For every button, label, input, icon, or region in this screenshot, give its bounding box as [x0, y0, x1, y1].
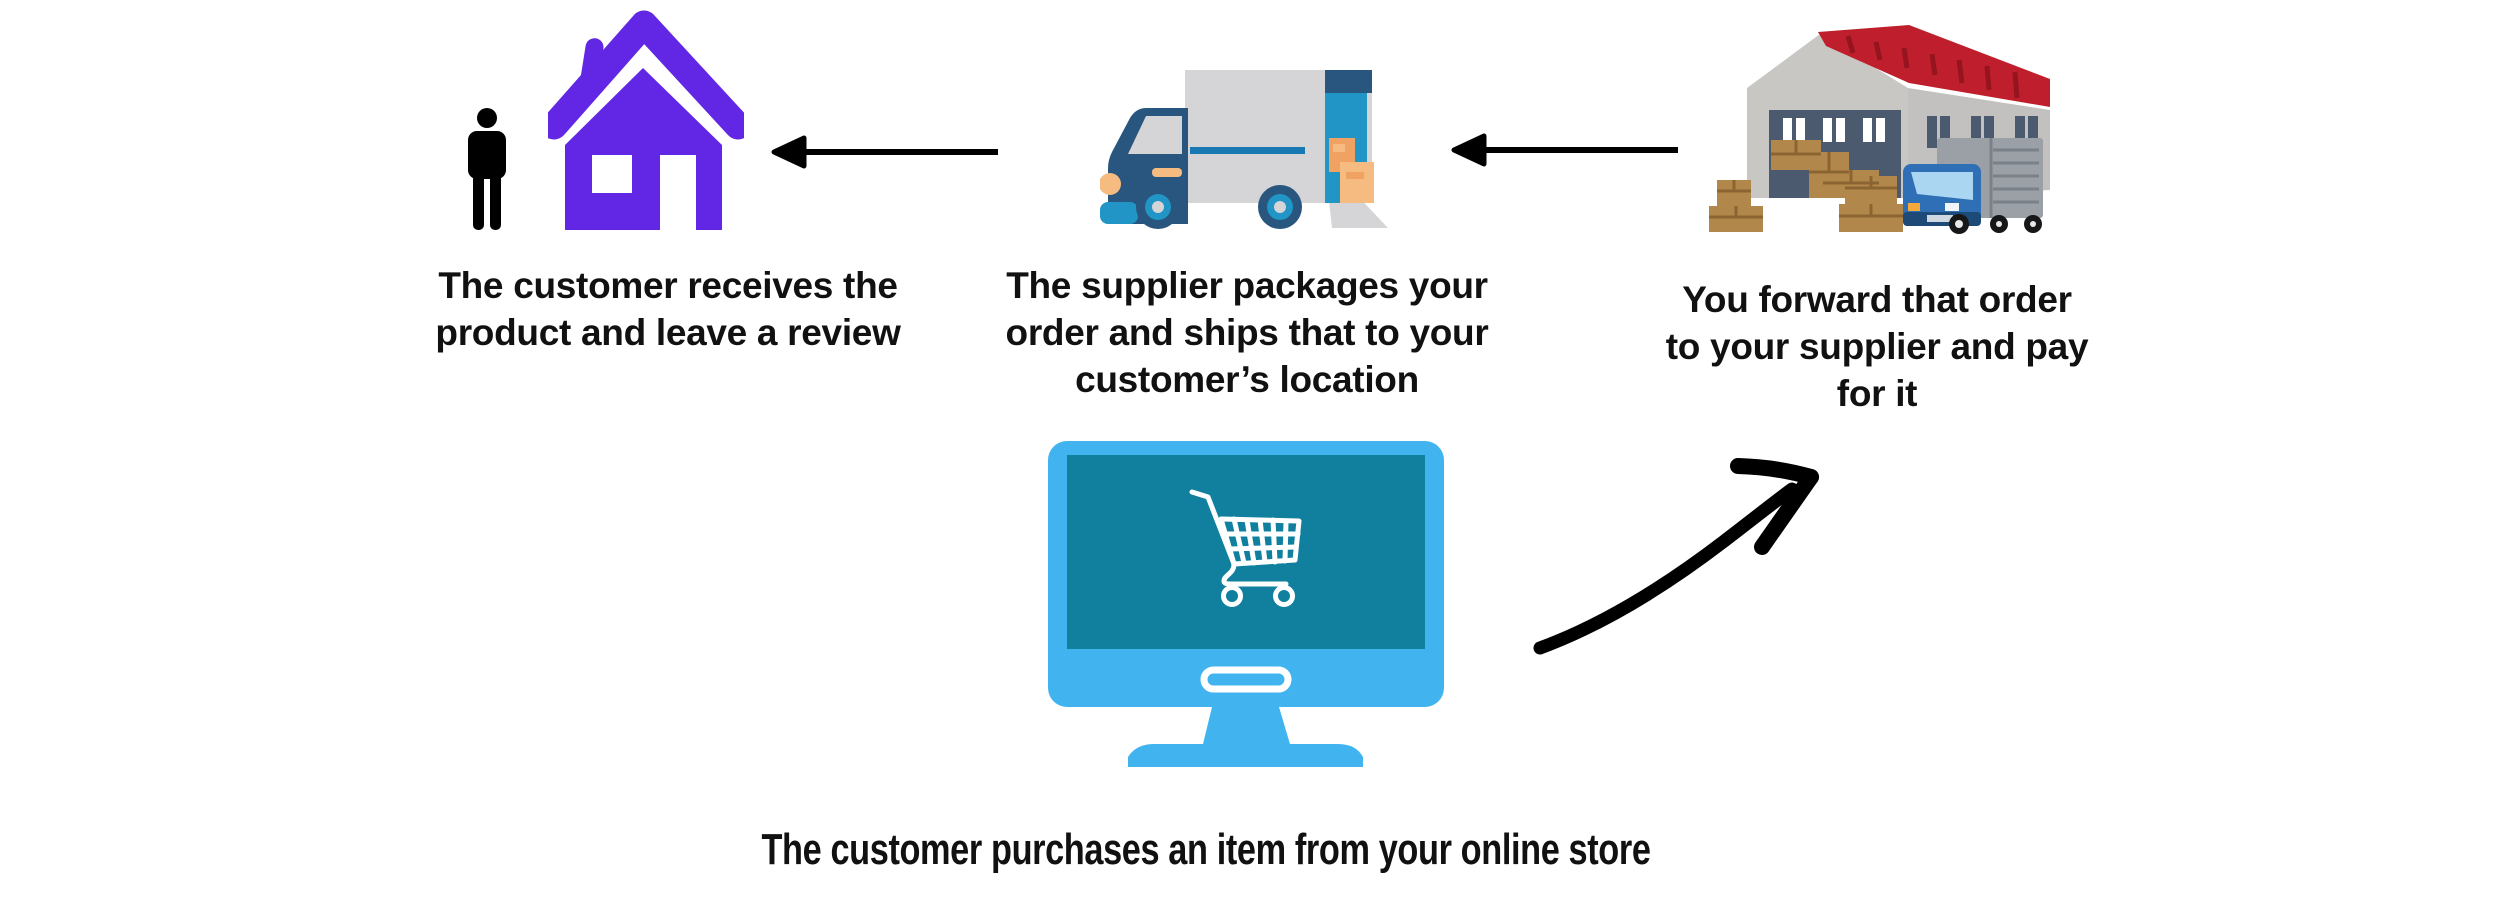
warehouse-icon: [1709, 25, 2050, 234]
wall-windows: [1927, 116, 2038, 148]
caption-customer-purchases: The customer purchases an item from your…: [761, 825, 1651, 874]
caption-forward-order: You forward that order to your supplier …: [1665, 279, 2089, 414]
arrow-truck-to-house left-arrow-icon: [771, 135, 998, 169]
arrow-warehouse-to-truck left-arrow-icon: [1451, 133, 1678, 167]
arrow-monitor-to-warehouse curved-arrow-icon: [1533, 458, 1819, 655]
caption-customer-receives: The customer receives the product and le…: [435, 265, 901, 353]
carton-boxes: [1709, 140, 1903, 232]
person-icon: [468, 108, 506, 230]
delivery-truck-icon: [1100, 70, 1388, 229]
truck-wheel-rear: [1258, 185, 1302, 229]
warehouse-truck: [1903, 138, 2043, 234]
truck-wheel-front: [1136, 185, 1180, 229]
monitor-shopping-cart-icon: [1048, 441, 1444, 767]
caption-supplier-ships: The supplier packages your order and shi…: [1005, 265, 1489, 400]
shopping-cart-icon: [1189, 489, 1302, 607]
door-windows: [1783, 118, 1885, 142]
house-icon: [548, 10, 744, 230]
